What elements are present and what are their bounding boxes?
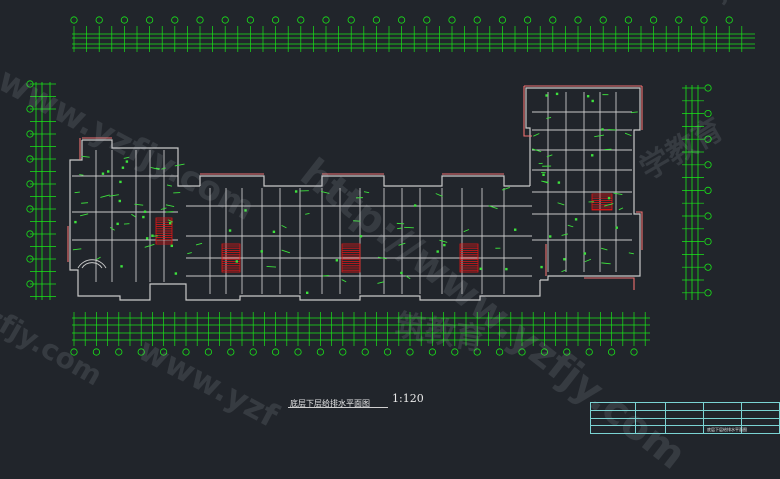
fixture-symbol <box>151 235 153 237</box>
fixture-symbol <box>273 231 275 233</box>
fixture-symbol <box>119 181 121 183</box>
fixture-symbol <box>107 170 109 172</box>
fixture-symbol <box>545 94 547 96</box>
fixture-symbol <box>436 250 438 252</box>
fixture-symbol <box>169 222 171 224</box>
fixture-symbol <box>608 197 610 199</box>
fixture-symbol <box>261 250 263 252</box>
fixture-symbol <box>591 100 593 102</box>
fixture-symbol <box>414 204 416 206</box>
pipe-fixture-mark <box>404 227 414 228</box>
fixture-symbol <box>400 272 402 274</box>
pipe-fixture-mark <box>166 212 174 213</box>
title-block-divider <box>635 403 636 433</box>
fixture-symbol <box>236 260 238 262</box>
pipe-fixture-mark <box>81 203 88 204</box>
fixture-symbol <box>563 258 565 260</box>
fixture-symbol <box>549 235 551 237</box>
fixture-symbol <box>558 181 560 183</box>
fixture-symbol <box>336 259 338 261</box>
fixture-symbol <box>120 265 122 267</box>
pipe-fixture-mark <box>79 175 83 176</box>
fixture-symbol <box>480 268 482 270</box>
fixture-symbol <box>616 226 618 228</box>
fixture-symbol <box>126 160 128 162</box>
fixture-symbol <box>229 229 231 231</box>
drawing-background <box>0 0 780 433</box>
title-block-divider <box>665 403 666 433</box>
fixture-symbol <box>171 245 173 247</box>
pipe-fixture-mark <box>75 192 80 193</box>
fixture-symbol <box>556 93 558 95</box>
floor-plan-drawing <box>0 0 780 433</box>
title-block-rule <box>591 410 779 411</box>
fixture-symbol <box>505 268 507 270</box>
fixture-symbol <box>175 272 177 274</box>
title-block-rule <box>591 418 779 419</box>
fixture-symbol <box>142 216 144 218</box>
fixture-symbol <box>542 174 544 176</box>
fixture-symbol <box>144 211 146 213</box>
fixture-symbol <box>540 266 542 268</box>
caption-underline <box>288 407 388 408</box>
fixture-symbol <box>295 190 297 192</box>
fixture-symbol <box>102 172 104 174</box>
fixture-symbol <box>122 167 124 169</box>
fixture-symbol <box>74 221 76 223</box>
title-block-drawing-title: 底层下层给排水平面图 <box>707 427 747 433</box>
fixture-symbol <box>119 200 121 202</box>
drawing-scale: 1:120 <box>392 392 424 405</box>
fixture-symbol <box>244 209 246 211</box>
fixture-symbol <box>443 244 445 246</box>
title-block-divider <box>703 403 704 433</box>
fixture-symbol <box>306 292 308 294</box>
fixture-symbol <box>591 154 593 156</box>
fixture-symbol <box>116 223 118 225</box>
fixture-symbol <box>584 252 586 254</box>
fixture-symbol <box>601 128 603 130</box>
stair-well <box>156 218 172 244</box>
title-block: 底层下层给排水平面图 <box>590 402 780 434</box>
fixture-symbol <box>587 95 589 97</box>
fixture-symbol <box>575 218 577 220</box>
pipe-fixture-mark <box>267 266 276 267</box>
fixture-symbol <box>146 237 148 239</box>
fixture-symbol <box>360 235 362 237</box>
title-block-rule <box>591 425 779 426</box>
fixture-symbol <box>514 229 516 231</box>
